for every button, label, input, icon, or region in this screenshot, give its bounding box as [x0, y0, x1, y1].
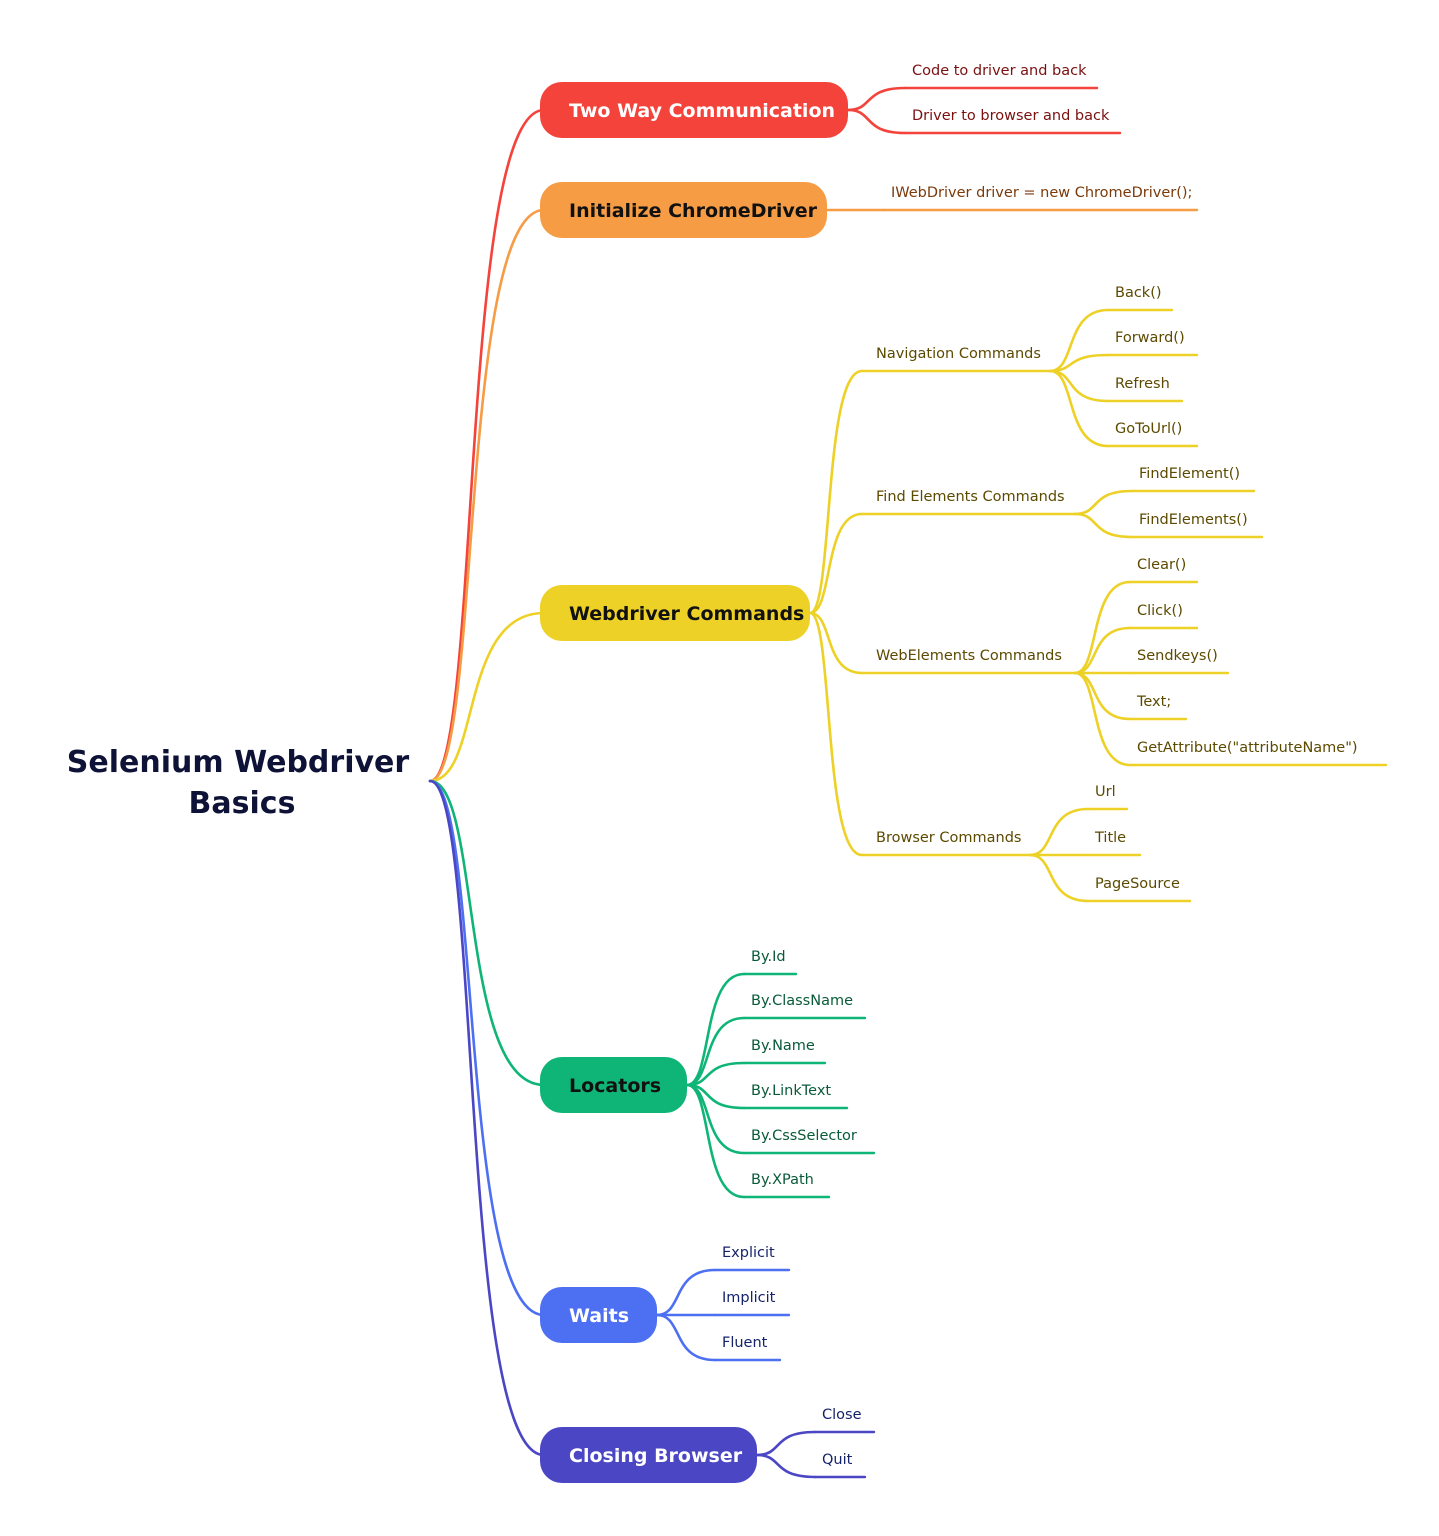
branch-webdriver-commands-sub-browser-commands-connector — [808, 611, 864, 857]
branch-webdriver-commands-sub-browser-commands-leaf-title: Title — [1094, 830, 1126, 846]
branch-two-way-communication-leaf-driver-to-browser-and-back: Driver to browser and back — [912, 108, 1110, 124]
branch-webdriver-commands-sub-find-elements-commands: Find Elements Commands — [876, 489, 1065, 505]
branch-two-way-communication-pill — [540, 82, 848, 138]
root-title-line-1: Selenium Webdriver — [67, 745, 410, 780]
branch-webdriver-commands-sub-webelements-commands-leaf-sendkeys: Sendkeys() — [1137, 648, 1218, 664]
branch-closing-browser-label: Closing Browser — [569, 1445, 743, 1467]
branch-webdriver-commands-sub-webelements-commands-leaf-connector-4 — [1073, 671, 1132, 767]
branch-webdriver-commands-sub-navigation-commands-leaf-back: Back() — [1115, 285, 1162, 301]
branch-webdriver-commands-sub-webelements-commands-leaf-connector-0 — [1073, 580, 1132, 675]
root-title-line-2: Basics — [189, 786, 296, 821]
edges-layer — [428, 86, 1388, 1479]
branch-webdriver-commands-sub-browser-commands: Browser Commands — [876, 830, 1021, 846]
branch-webdriver-commands-sub-navigation-commands-leaf-connector-0 — [1048, 308, 1110, 373]
branch-locators-leaf-by-classname: By.ClassName — [751, 993, 853, 1009]
branch-waits-leaf-implicit: Implicit — [722, 1290, 776, 1306]
branch-webdriver-commands-sub-webelements-commands-leaf-text: Text; — [1136, 694, 1171, 710]
branch-closing-browser-leaf-quit: Quit — [822, 1452, 853, 1468]
branch-webdriver-commands-sub-webelements-commands-leaf-getattribute-attributename: GetAttribute("attributeName") — [1137, 740, 1358, 756]
branch-webdriver-commands-sub-browser-commands-leaf-url: Url — [1095, 784, 1116, 800]
branch-closing-browser-pill — [540, 1427, 757, 1483]
branch-locators-leaf-connector-0 — [685, 972, 746, 1087]
branch-two-way-communication-leaf-connector-0 — [846, 86, 907, 112]
branch-waits-leaf-connector-2 — [655, 1313, 717, 1362]
branch-webdriver-commands-sub-navigation-commands-leaf-gotourl: GoToUrl() — [1115, 421, 1182, 437]
branch-waits-leaf-explicit: Explicit — [722, 1245, 775, 1261]
branch-locators-leaf-by-id: By.Id — [751, 949, 786, 965]
branch-closing-browser-connector — [428, 779, 546, 1457]
branch-webdriver-commands-sub-find-elements-commands-connector — [808, 512, 864, 615]
branch-webdriver-commands-sub-webelements-commands-connector — [808, 611, 864, 675]
branch-locators-leaf-by-cssselector: By.CssSelector — [751, 1128, 857, 1144]
branch-webdriver-commands-sub-find-elements-commands-leaf-findelement: FindElement() — [1139, 466, 1240, 482]
branch-waits-label: Waits — [569, 1305, 629, 1327]
branch-webdriver-commands-sub-navigation-commands: Navigation Commands — [876, 346, 1041, 362]
branch-initialize-chromedriver-label: Initialize ChromeDriver — [569, 200, 818, 222]
root-node: Selenium Webdriver Basics — [67, 745, 410, 821]
branch-initialize-chromedriver-pill — [540, 182, 827, 238]
branch-two-way-communication-connector — [428, 108, 546, 783]
branch-locators-pill — [540, 1057, 687, 1113]
branch-two-way-communication-leaf-code-to-driver-and-back: Code to driver and back — [912, 63, 1087, 79]
branch-waits-leaf-connector-0 — [655, 1268, 717, 1317]
branch-locators-leaf-connector-5 — [685, 1083, 746, 1199]
branch-webdriver-commands-sub-find-elements-commands-leaf-connector-0 — [1073, 489, 1134, 516]
branch-initialize-chromedriver-connector — [428, 208, 546, 783]
branch-webdriver-commands-sub-browser-commands-leaf-connector-2 — [1028, 853, 1090, 903]
branch-locators-leaf-connector-1 — [685, 1016, 746, 1087]
branch-two-way-communication-label: Two Way Communication — [569, 100, 835, 122]
branch-webdriver-commands-sub-navigation-commands-leaf-forward: Forward() — [1115, 330, 1185, 346]
branch-webdriver-commands-sub-webelements-commands-leaf-clear: Clear() — [1137, 557, 1186, 573]
branch-locators-leaf-by-xpath: By.XPath — [751, 1172, 814, 1188]
nodes-layer: Two Way Communication Code to driver and … — [540, 63, 1358, 1483]
branch-waits-connector — [428, 779, 546, 1317]
branch-two-way-communication-leaf-connector-1 — [846, 108, 907, 135]
branch-locators-leaf-by-name: By.Name — [751, 1038, 815, 1054]
branch-webdriver-commands-label: Webdriver Commands — [569, 603, 804, 625]
branch-webdriver-commands-sub-browser-commands-leaf-connector-0 — [1028, 807, 1090, 857]
branch-webdriver-commands-sub-webelements-commands-leaf-connector-3 — [1073, 671, 1132, 721]
branch-locators-leaf-connector-4 — [685, 1083, 746, 1155]
branch-locators-leaf-by-linktext: By.LinkText — [751, 1083, 831, 1099]
branch-webdriver-commands-sub-find-elements-commands-leaf-connector-1 — [1073, 512, 1134, 539]
branch-waits-leaf-fluent: Fluent — [722, 1335, 768, 1351]
branch-webdriver-commands-sub-browser-commands-leaf-pagesource: PageSource — [1095, 876, 1180, 892]
branch-webdriver-commands-sub-navigation-commands-connector — [808, 369, 864, 615]
branch-webdriver-commands-connector — [428, 611, 546, 783]
branch-webdriver-commands-sub-navigation-commands-leaf-connector-3 — [1048, 369, 1110, 448]
branch-waits-pill — [540, 1287, 657, 1343]
branch-webdriver-commands-pill — [540, 585, 810, 641]
branch-webdriver-commands-sub-webelements-commands: WebElements Commands — [876, 648, 1062, 664]
branch-locators-label: Locators — [569, 1075, 661, 1097]
branch-initialize-chromedriver-leaf-iwebdriver-driver-new-chromedriver: IWebDriver driver = new ChromeDriver(); — [891, 185, 1192, 201]
branch-closing-browser-leaf-close: Close — [822, 1407, 862, 1423]
branch-webdriver-commands-sub-find-elements-commands-leaf-findelements: FindElements() — [1139, 512, 1248, 528]
branch-locators-connector — [428, 779, 546, 1087]
branch-closing-browser-leaf-connector-0 — [755, 1430, 817, 1457]
branch-webdriver-commands-sub-webelements-commands-leaf-connector-1 — [1073, 626, 1132, 675]
branch-webdriver-commands-sub-navigation-commands-leaf-refresh: Refresh — [1115, 376, 1170, 392]
branch-closing-browser-leaf-connector-1 — [755, 1453, 817, 1479]
branch-webdriver-commands-sub-webelements-commands-leaf-click: Click() — [1137, 603, 1183, 619]
